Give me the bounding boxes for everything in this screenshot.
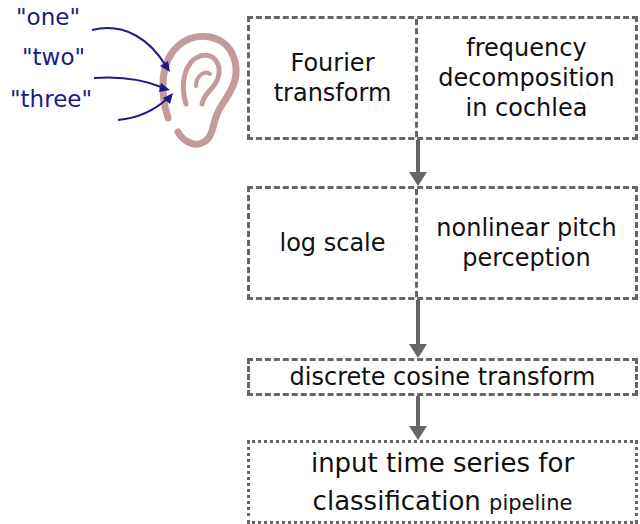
process-box: discrete cosine transform <box>247 358 638 396</box>
step-name: Fourier transform <box>250 19 418 137</box>
spoken-word: "one" <box>16 4 80 30</box>
step-note: pipeline <box>489 491 572 515</box>
output-box: input time series for classification pip… <box>247 440 638 524</box>
step-analogy: nonlinear pitch perception <box>418 189 635 297</box>
flow-arrow <box>409 140 427 186</box>
step-name: log scale <box>250 189 418 297</box>
process-box: log scalenonlinear pitch perception <box>247 186 638 300</box>
flow-arrow <box>409 396 427 440</box>
spoken-word: "two" <box>22 44 85 70</box>
process-box: Fourier transformfrequency decomposition… <box>247 16 638 140</box>
flow-arrow <box>409 300 427 358</box>
step-analogy: frequency decomposition in cochlea <box>418 19 635 137</box>
step-name: discrete cosine transform <box>290 363 596 391</box>
spoken-word: "three" <box>10 86 92 112</box>
